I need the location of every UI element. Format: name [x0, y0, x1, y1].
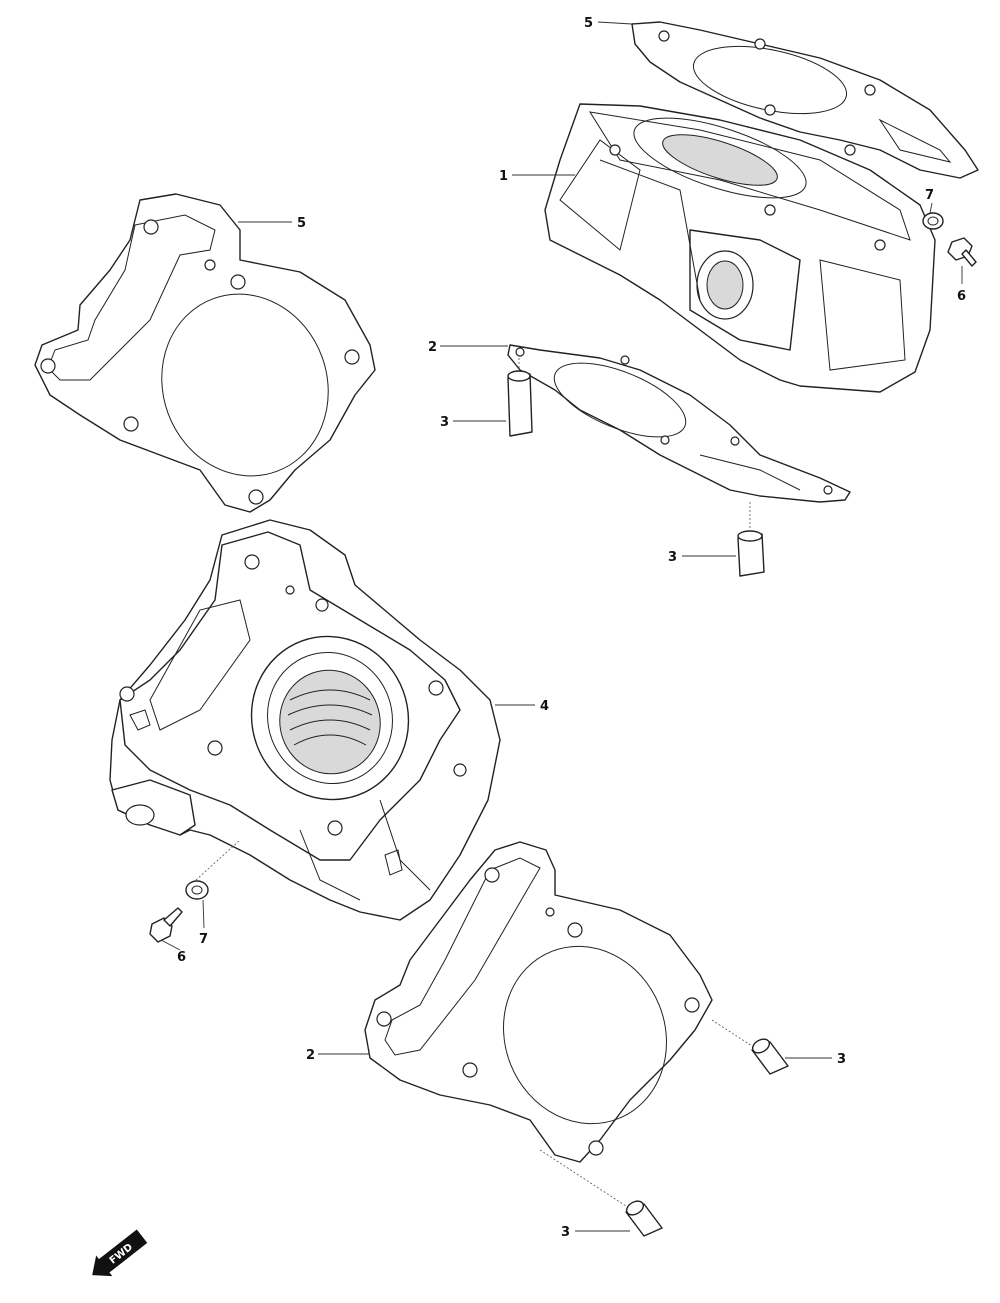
callout-7-bottom: 7 [199, 932, 208, 947]
gasket-top-right [631, 21, 979, 179]
leader-lines [160, 21, 963, 1232]
callout-labels: 5 1 7 6 5 2 3 3 4 7 6 2 3 3 [177, 16, 966, 1240]
gasket-middle [507, 344, 851, 503]
callout-7-top: 7 [925, 188, 934, 203]
dowel-pin-d [625, 1200, 663, 1237]
callout-2-bottom: 2 [306, 1048, 315, 1063]
gasket-bottom [364, 841, 713, 1163]
callout-5-top: 5 [584, 16, 593, 31]
callout-3-d: 3 [561, 1225, 570, 1240]
bolt-top [947, 237, 977, 267]
callout-5-left: 5 [297, 216, 306, 231]
callout-2-top: 2 [428, 340, 437, 355]
callout-4: 4 [540, 699, 549, 714]
callout-6-bottom: 6 [177, 950, 186, 965]
dowel-pin-b [737, 530, 765, 577]
washer-bottom [185, 880, 209, 900]
callout-6-top: 6 [957, 289, 966, 304]
callout-3-b: 3 [668, 550, 677, 565]
fwd-arrow-icon [92, 1229, 148, 1277]
gasket-left [34, 193, 376, 513]
callout-3-c: 3 [837, 1052, 846, 1067]
dowel-pin-a [507, 370, 533, 437]
callout-1: 1 [499, 169, 508, 184]
callout-3-a: 3 [440, 415, 449, 430]
cylinder-block-main [109, 519, 501, 921]
washer-top [922, 212, 944, 230]
bolt-bottom [149, 907, 183, 943]
fwd-direction-badge: FWD [92, 1229, 148, 1277]
dowel-pin-c [751, 1038, 789, 1075]
cylinder-block-top [544, 103, 936, 393]
